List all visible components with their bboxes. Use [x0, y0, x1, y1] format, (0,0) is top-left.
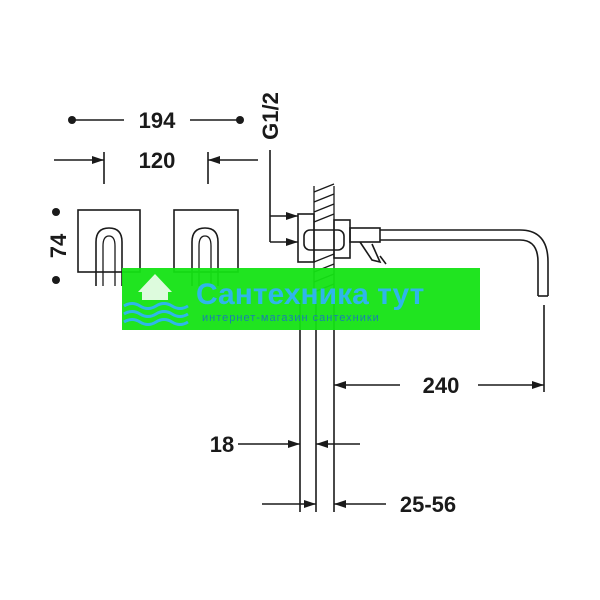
left-handle-plate — [77, 209, 141, 286]
dimension-194-label: 194 — [139, 108, 176, 133]
spout-pipe — [380, 229, 549, 297]
watermark-subtitle: интернет-магазин сантехники — [202, 312, 380, 324]
dimension-194: 194 — [68, 108, 244, 133]
thread-label: G1/2 — [258, 92, 283, 140]
spout-body — [297, 213, 387, 265]
dimension-120-label: 120 — [139, 148, 176, 173]
dimension-240-label: 240 — [423, 373, 460, 398]
dimension-18: 18 — [210, 432, 360, 457]
dimension-74-label: 74 — [46, 233, 71, 258]
house-waves-icon — [123, 274, 189, 326]
dimension-18-label: 18 — [210, 432, 234, 457]
dimension-120: 120 — [54, 148, 258, 184]
dimension-25-56: 25-56 — [262, 492, 456, 517]
thread-callout: G1/2 — [258, 92, 298, 246]
watermark-banner: Сантехника тут интернет-магазин сантехни… — [122, 268, 480, 330]
dimension-25-56-label: 25-56 — [400, 492, 456, 517]
extension-lines — [299, 300, 335, 512]
watermark-title: Сантехника тут — [196, 278, 424, 311]
dimension-74: 74 — [46, 208, 71, 284]
